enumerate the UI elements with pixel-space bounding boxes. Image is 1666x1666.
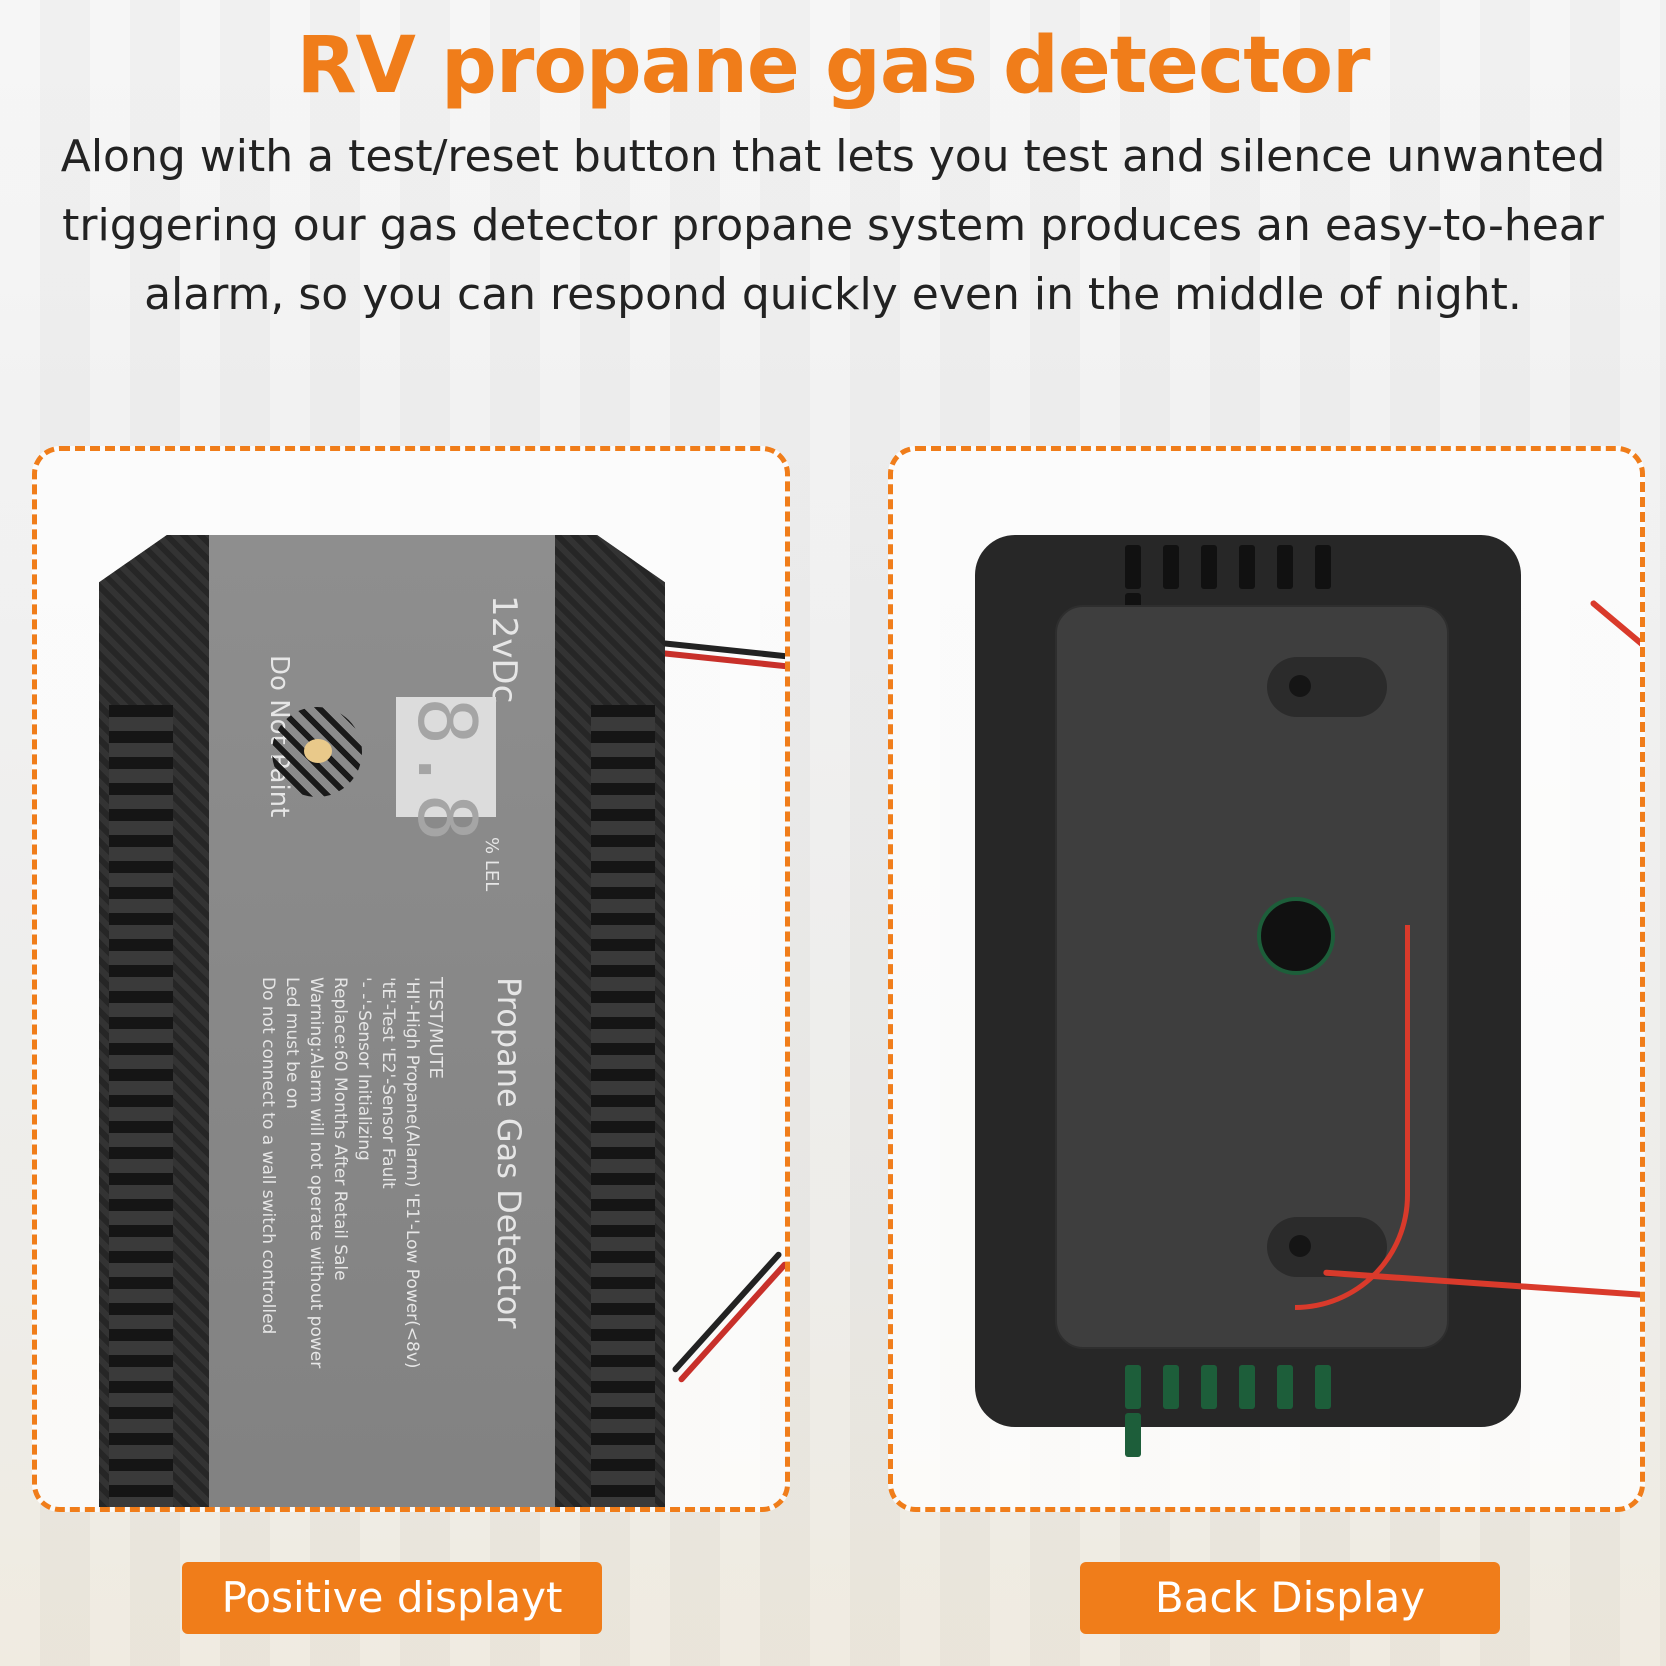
legend-line: Do not connect to a wall switch controll…	[258, 977, 278, 1335]
led-indicator-icon	[304, 739, 332, 763]
front-view-label: Positive displayt	[182, 1562, 602, 1634]
product-name-label: Propane Gas Detector	[490, 977, 528, 1329]
detector-front: 12vDc Do Not Paint 8.8 % LEL Propane Gas…	[99, 535, 665, 1507]
red-wire-top-right	[1589, 599, 1640, 649]
legend-line: Warning:Alarm will not operate without p…	[306, 977, 326, 1369]
page-description: Along with a test/reset button that lets…	[60, 131, 1606, 320]
lel-unit-label: % LEL	[481, 837, 502, 892]
mounting-keyhole-icon	[1267, 657, 1387, 717]
legend-line: Led must be on	[282, 977, 302, 1109]
legend-line: 'tE'-Test 'E2'-Sensor Fault	[378, 977, 398, 1189]
bottom-vent-slots	[1125, 1365, 1375, 1457]
red-wire	[1295, 925, 1410, 1310]
red-wire-bottom	[677, 1260, 785, 1384]
back-view-label: Back Display	[1080, 1562, 1500, 1634]
faceplate-text: 12vDc Do Not Paint 8.8 % LEL Propane Gas…	[232, 577, 532, 1507]
left-vent	[109, 705, 173, 1507]
back-view-panel	[888, 446, 1645, 1512]
legend-line: 'HI'-High Propane(Alarm) 'E1'-Low Power(…	[402, 977, 422, 1369]
top-vent-slots	[1125, 545, 1375, 637]
test-mute-label: TEST/MUTE	[425, 977, 446, 1079]
front-faceplate: 12vDc Do Not Paint 8.8 % LEL Propane Gas…	[209, 535, 555, 1507]
legend-line: '- -'-Sensor Initializing	[354, 977, 374, 1161]
page-title: RV propane gas detector	[296, 21, 1370, 111]
voltage-label: 12vDc	[484, 595, 524, 704]
detector-back	[975, 535, 1521, 1457]
legend-line: Replace:60 Months After Retail Sale	[330, 977, 350, 1281]
black-wire-bottom	[671, 1250, 783, 1374]
seven-segment-display: 8.8	[396, 697, 496, 842]
right-vent	[591, 705, 655, 1507]
front-view-panel: 12vDc Do Not Paint 8.8 % LEL Propane Gas…	[32, 446, 790, 1512]
